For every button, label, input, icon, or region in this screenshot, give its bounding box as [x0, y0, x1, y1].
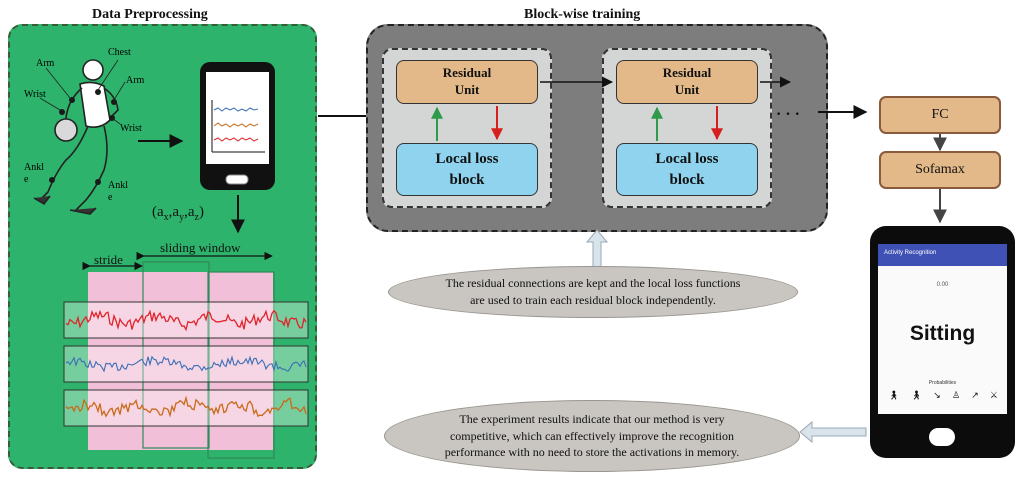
acc-z: z [194, 212, 199, 223]
activity-result: Sitting [909, 322, 976, 345]
local-loss-block-2: Local loss block [616, 143, 758, 196]
training-note: The residual connections are kept and th… [388, 266, 798, 318]
window-outline-2 [207, 271, 275, 459]
acc-x: x [163, 212, 169, 223]
signal-z [65, 395, 307, 418]
phone-screen: Activity Recognition 0.00 Sitting Probab… [878, 244, 1007, 414]
walking-icon: 🚶︎ [888, 390, 900, 400]
preprocessing-title: Data Preprocessing [92, 7, 208, 22]
acc-y: y [179, 212, 185, 223]
sensor-leaders [39, 59, 126, 125]
runner-figure [33, 59, 119, 215]
window-label: sliding window [160, 240, 241, 255]
running-icon: ↘ [933, 390, 941, 400]
signal-y [65, 355, 307, 373]
acc-base-2: a [172, 204, 180, 220]
sitting-icon: ♙ [951, 390, 961, 400]
app-bar [878, 244, 1007, 266]
app-title: Activity Recognition [884, 250, 937, 256]
residual-unit-1: Residual Unit [396, 60, 538, 104]
ball [54, 118, 78, 142]
ellipsis: · · · [776, 106, 801, 123]
sensor-dots [49, 89, 117, 185]
acc-label: (ax,ay,az) [152, 204, 204, 223]
acc-base-3: a [187, 204, 195, 220]
label-chest: Chest [108, 47, 131, 58]
label-ankle-left: Ankl e [24, 162, 44, 185]
residual-unit-2: Residual Unit [616, 60, 758, 104]
acc-base-1: a [157, 204, 164, 220]
signal-x [65, 309, 307, 332]
result-phone: Activity Recognition 0.00 Sitting Probab… [870, 226, 1015, 458]
label-wrist-right: Wrist [120, 123, 142, 134]
label-wrist-left: Wrist [24, 89, 46, 100]
results-note: The experiment results indicate that our… [384, 400, 800, 472]
runner-head [82, 59, 104, 81]
fc-layer: FC [879, 96, 1001, 134]
jumping-icon: ⚔ [989, 390, 998, 400]
standing-icon: ↗ [971, 390, 979, 400]
window-outline-1 [142, 261, 210, 449]
small-value: 0.00 [936, 282, 949, 288]
probabilities-label: Probabilities [928, 380, 957, 386]
home-button [929, 428, 955, 446]
activity-icons-row: 🚶︎ 🚶︎ ↘ ♙ ↗ ⚔ [888, 390, 998, 401]
training-title: Block-wise training [524, 7, 641, 22]
stride-label: stride [94, 252, 123, 267]
local-loss-block-1: Local loss block [396, 143, 538, 196]
signal-strips [63, 301, 309, 427]
softmax-layer: Sofamax [879, 151, 1001, 189]
label-ankle-right: Ankl e [108, 180, 128, 203]
walking-icon: 🚶︎ [910, 390, 923, 400]
label-arm-right: Arm [126, 75, 145, 86]
sensor-phone [200, 62, 275, 190]
label-arm-left: Arm [36, 58, 55, 69]
